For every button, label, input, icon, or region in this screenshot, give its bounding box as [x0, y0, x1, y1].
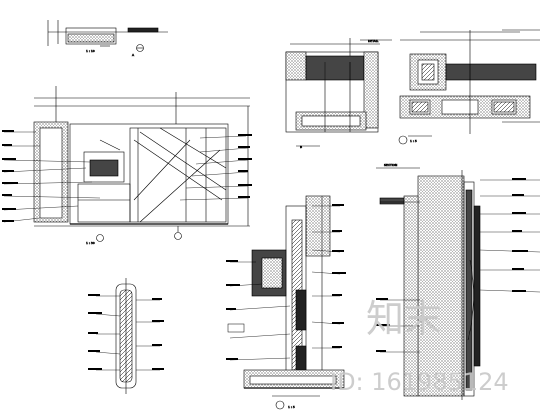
top-right-section-a: DETAIL B — [285, 38, 392, 149]
watermark: 知末 ID: 161985124 — [330, 297, 509, 396]
svg-text:1 : 30: 1 : 30 — [86, 241, 95, 245]
svg-text:DETAIL: DETAIL — [368, 39, 379, 43]
svg-text:1 : 5: 1 : 5 — [410, 139, 417, 143]
svg-text:B: B — [300, 145, 302, 149]
svg-text:SECTION: SECTION — [384, 163, 397, 167]
right-large-section: SECTION — [376, 163, 541, 400]
svg-text:A: A — [132, 53, 135, 57]
watermark-logo: 知末 — [366, 297, 442, 341]
top-left-section-detail: 1 : 10 A — [47, 20, 168, 57]
svg-text:1 : 10: 1 : 10 — [86, 49, 95, 53]
watermark-id: ID: 161985124 — [330, 368, 509, 396]
middle-vertical-section: 1 : 5 — [226, 195, 346, 410]
bottom-left-detail — [88, 278, 164, 394]
main-elevation: 1 : 30 — [2, 86, 252, 245]
svg-text:1 : 5: 1 : 5 — [288, 405, 295, 409]
top-right-section-b: 1 : 5 — [398, 29, 540, 145]
